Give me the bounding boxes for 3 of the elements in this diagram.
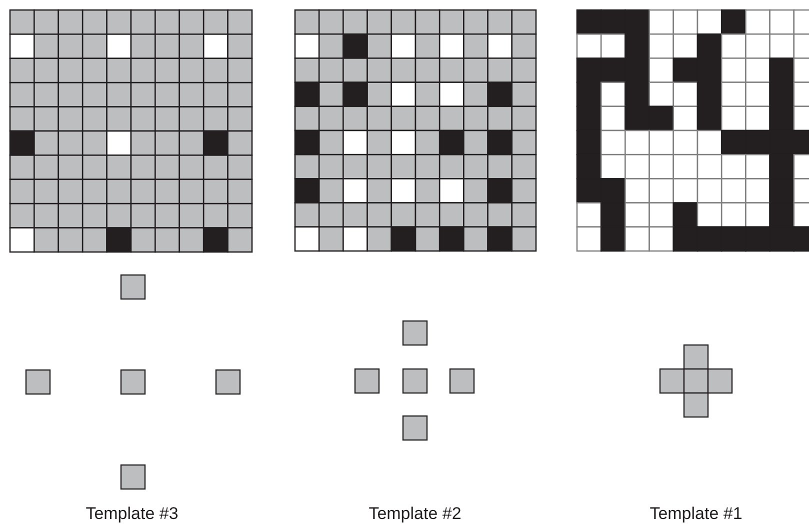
template-caption: Template #3 [86,504,178,524]
template-caption: Template #2 [368,504,462,524]
template-caption: Template #1 [650,504,742,524]
